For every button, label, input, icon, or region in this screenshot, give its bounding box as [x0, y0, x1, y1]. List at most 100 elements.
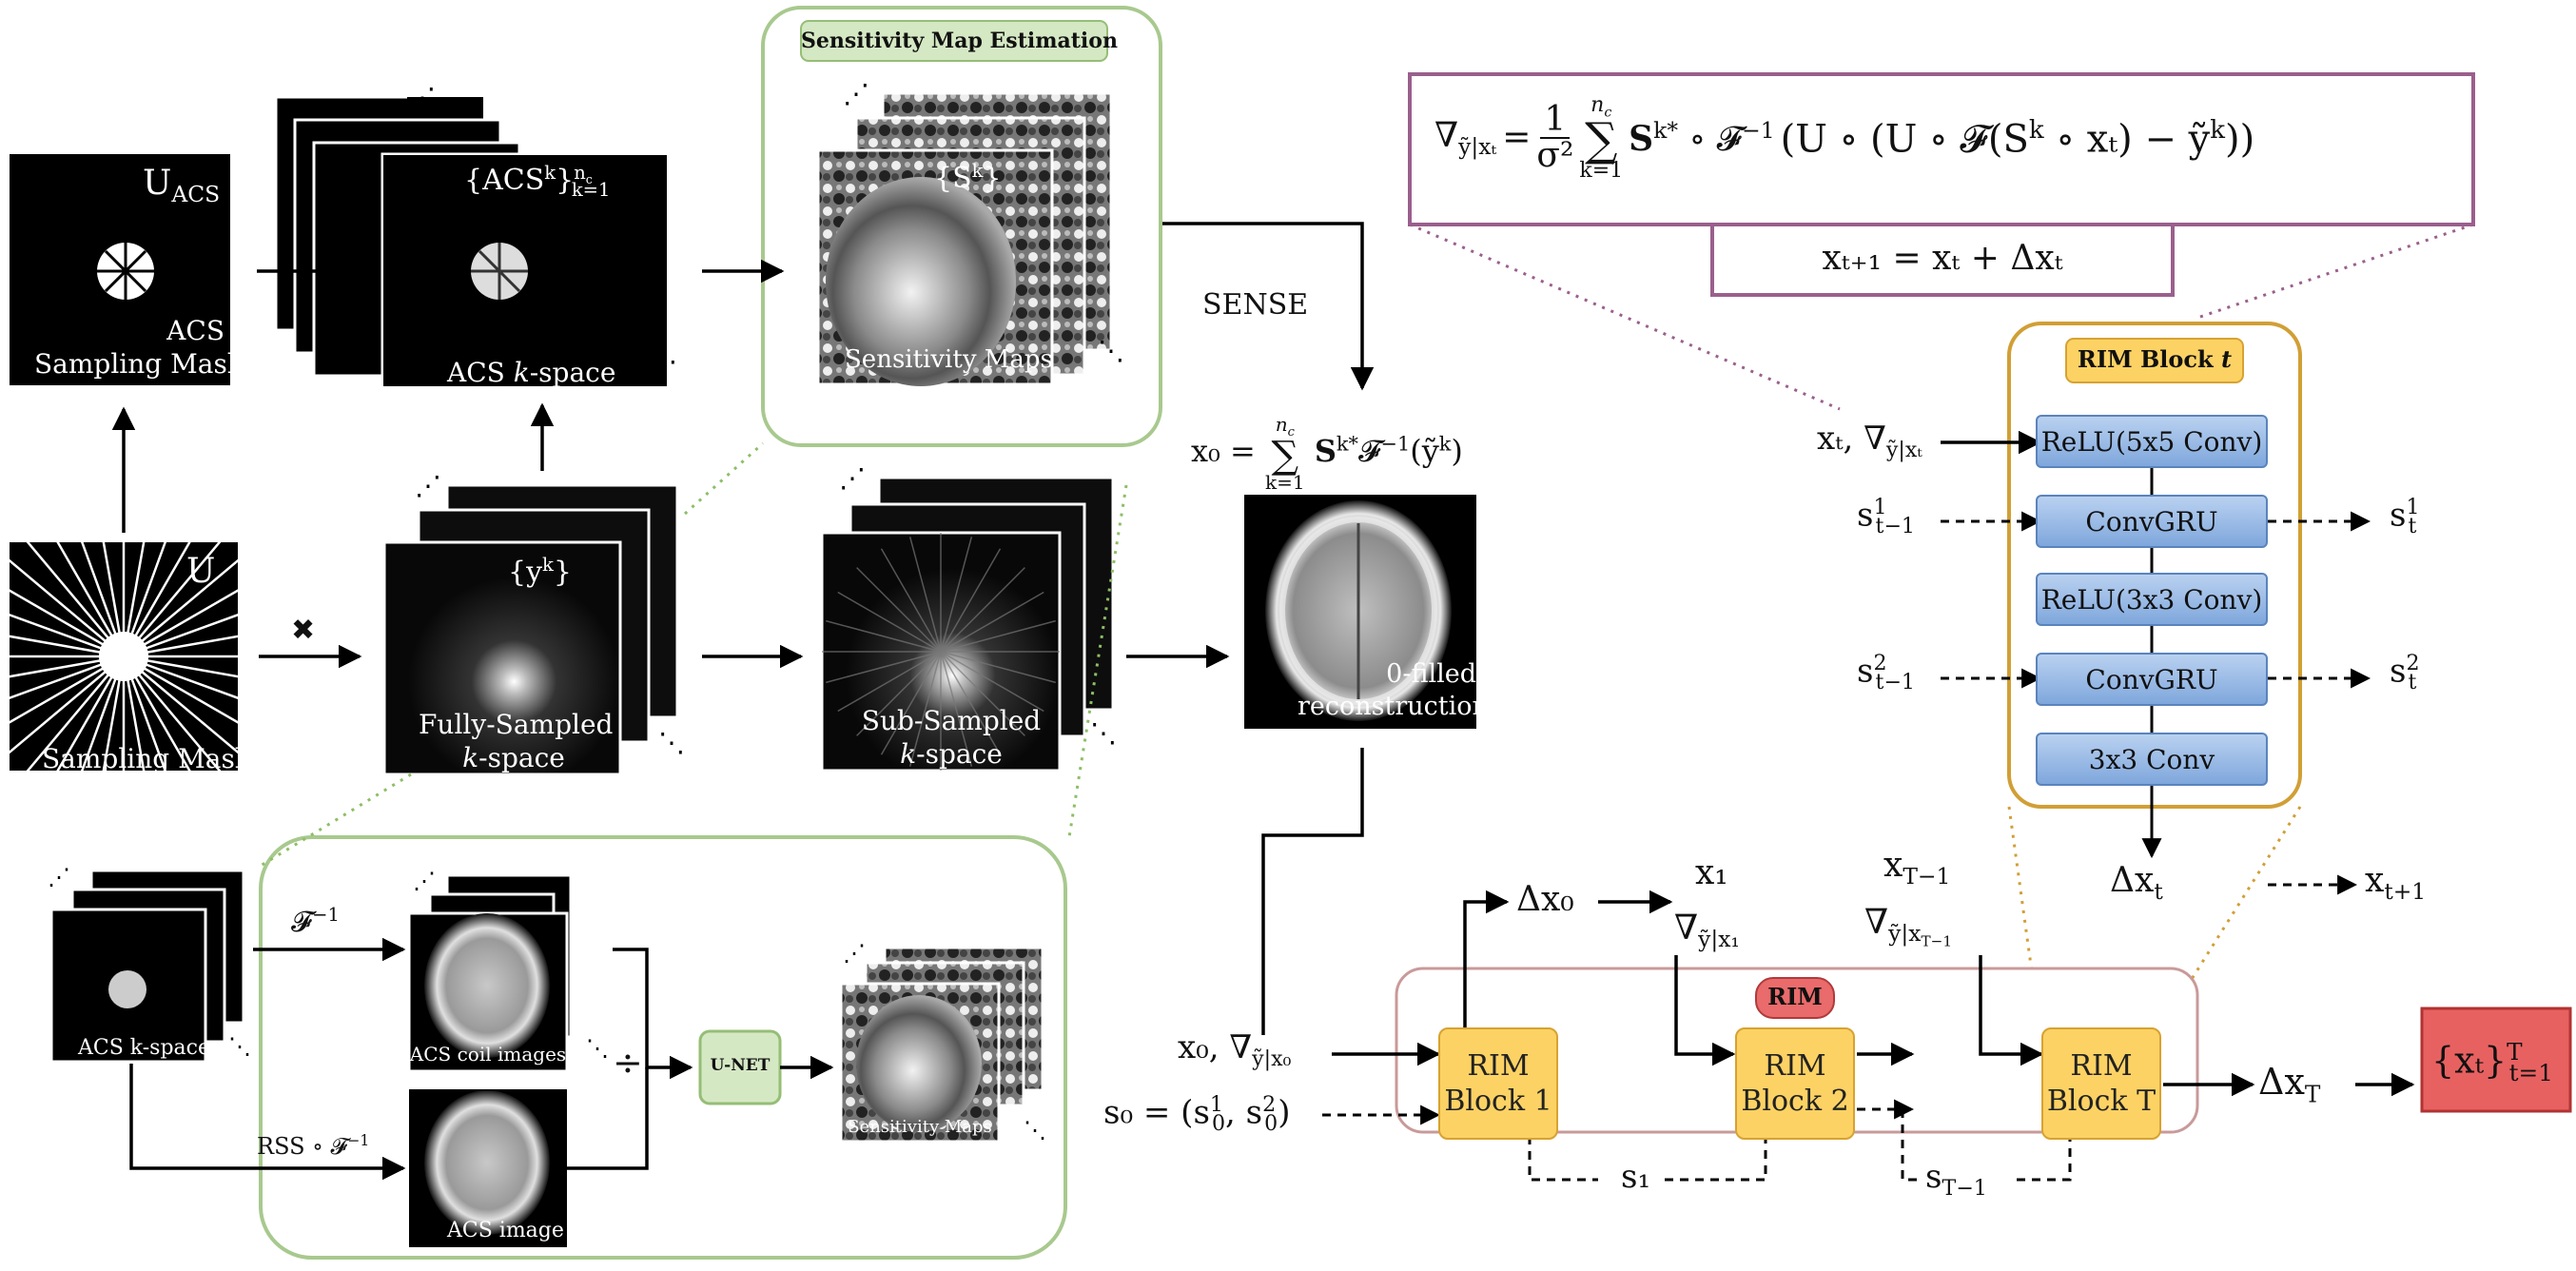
sub-sampled-word: Sub-Sampled: [861, 705, 1042, 736]
x0-sum-top-sub: c: [1287, 425, 1295, 440]
xt1-sub: t+1: [2384, 878, 2427, 906]
grad-sum-top: n: [1590, 93, 1605, 117]
rim-block-2: RIM Block 2: [1735, 1027, 1855, 1140]
yk-open: {y: [508, 556, 543, 589]
acs-image: [409, 1089, 567, 1247]
acs-set-nc: n: [574, 162, 586, 184]
grad1-text: ∇: [1674, 909, 1699, 948]
dx0-label: Δx₀: [1516, 880, 1574, 919]
s2-in-sup: 2: [1873, 651, 1887, 675]
acs-mask-disk: [97, 243, 154, 300]
s0-b-sup: 2: [1262, 1092, 1277, 1117]
grad1-sub: ỹ|x₁: [1698, 926, 1740, 953]
grad-frac-num: 1: [1540, 103, 1571, 140]
x0-tail-sup: k: [1438, 432, 1452, 456]
fully-sampled-word: Fully-Sampled: [419, 709, 614, 740]
sensitivity-map-estimation-title-box: [800, 20, 1108, 62]
state-arrows: [1322, 511, 2371, 1182]
s0-mid: , s: [1225, 1093, 1263, 1132]
acs-kspace-stack: ⋰ ⋱: [274, 82, 677, 389]
rim-badge-label: RIM: [1767, 983, 1823, 1010]
s2-out-sup: 2: [2406, 651, 2420, 675]
rim-block-1: RIM Block 1: [1438, 1027, 1558, 1140]
relu-5x5-conv-box: ReLU(5x5 Conv): [2036, 415, 2268, 468]
svg-text:⋰: ⋰: [48, 864, 70, 890]
x0-rest-sup: −1: [1380, 432, 1411, 456]
dxt-sub: t: [2154, 878, 2163, 906]
rss-f-inverse-label: RSS ∘ 𝓕−1: [257, 1132, 370, 1160]
update-equation: xₜ₊₁ = xₜ + Δxₜ: [1822, 239, 2063, 278]
s2-out-s: s: [2390, 652, 2407, 691]
grad-body-sup: k*: [1653, 116, 1679, 144]
s1-out-s: s: [2390, 496, 2407, 535]
fully-sampled-kspace-stack: ⋰ ⋱: [382, 470, 685, 776]
x0-close: ): [1451, 433, 1463, 469]
s1-label: s₁: [1621, 1158, 1651, 1196]
svg-text:⋰: ⋰: [415, 470, 441, 501]
grad-eq: =: [1502, 118, 1532, 158]
svg-text:⋰: ⋰: [843, 940, 866, 967]
fully-kspace-word: k-space: [419, 741, 609, 774]
rim-block-t-title-text: RIM Block: [2077, 345, 2221, 373]
s0-text: s₀ = (s: [1103, 1093, 1210, 1132]
gradient-formula-box: [1408, 72, 2475, 226]
dxt-text: Δx: [2110, 861, 2155, 900]
s1-in-label: s1t−1: [1857, 497, 1915, 537]
rim-t-input-text: xₜ, ∇: [1817, 420, 1886, 458]
x0-input-sub: ỹ|x₀: [1252, 1046, 1292, 1071]
rss-sup: −1: [347, 1132, 370, 1149]
zoom-lines-green: [260, 441, 1128, 868]
acs-image-label: ACS image: [447, 1219, 564, 1242]
zero-filled-label: 0-filled reconstruction: [1298, 658, 1489, 723]
xT1-label: xT−1: [1883, 849, 1950, 889]
grad-tail-sup: k: [2210, 116, 2226, 146]
acs-set-nc-sub: c: [585, 171, 593, 186]
rim-block-T: RIM Block T: [2041, 1027, 2161, 1140]
update-formula-box: [1710, 223, 2175, 297]
s1-in-sub: t−1: [1875, 514, 1915, 539]
rss-text: RSS ∘ 𝓕: [257, 1133, 348, 1160]
yk-close: }: [553, 556, 572, 589]
sens-map-estimation-title: Sensitivity Map Estimation: [801, 29, 1118, 53]
u-acs-text: U: [143, 164, 172, 203]
x0-input-label: x₀, ∇ỹ|x₀: [1178, 1031, 1291, 1069]
x1-label: x₁: [1695, 853, 1728, 892]
flow-arrows: [111, 222, 2415, 1181]
grad-nabla: ∇: [1434, 115, 1459, 155]
sensitivity-maps-small-label: Sensitivity Maps: [848, 1117, 992, 1137]
u-mask-label: U: [186, 552, 216, 591]
grad-close: )): [2225, 117, 2255, 162]
acs-kspace-label: ACS k-space: [447, 356, 615, 389]
sensitivity-maps-label: Sensitivity Maps: [845, 345, 1053, 374]
gradT1-subsub: T−1: [1921, 932, 1952, 950]
s0-close: ): [1278, 1093, 1291, 1132]
sT1-label: sT−1: [1925, 1161, 1987, 1199]
rim-t-input-sub: ỹ|xₜ: [1885, 437, 1922, 462]
s2-in-label: s2t−1: [1857, 653, 1915, 693]
x0-input-text: x₀, ∇: [1178, 1028, 1253, 1066]
convgru-2-box: ConvGRU: [2036, 653, 2268, 706]
acs-kspace-word: ACS: [447, 357, 514, 388]
divide-symbol: ÷: [613, 1042, 643, 1084]
s1-out-sup: 1: [2406, 495, 2420, 519]
unet-label: U-NET: [710, 1056, 771, 1075]
dxT-label: ΔxT: [2258, 1064, 2320, 1106]
rim-block-2-line1: RIM: [1764, 1048, 1826, 1083]
svg-text:⋱: ⋱: [228, 1033, 251, 1060]
acs-set-sup: k: [544, 162, 556, 184]
x0-sigma: ∑: [1271, 434, 1299, 478]
svg-text:⋰: ⋰: [839, 462, 866, 494]
xT1-text: x: [1883, 846, 1903, 885]
grad-paren-tail: ∘ xₜ) − ỹ: [2043, 117, 2211, 162]
svg-text:⋱: ⋱: [1024, 1117, 1046, 1144]
grad-paren: (U ∘ (U ∘ 𝓕(S: [1780, 117, 2029, 162]
svg-text:⋰: ⋰: [413, 868, 436, 894]
s0-b-sub: 0: [1264, 1111, 1278, 1137]
x0-body: S: [1314, 433, 1337, 469]
acs-kspace-small-stack: ⋰ ⋱: [48, 864, 251, 1064]
acs-kspace-small-label: ACS k-space: [78, 1036, 210, 1060]
rim-t-input-label: xₜ, ∇ỹ|xₜ: [1817, 422, 1922, 460]
fully-sampled-label: Fully-Sampled k-space: [419, 708, 614, 774]
s2-in-s: s: [1857, 652, 1874, 691]
